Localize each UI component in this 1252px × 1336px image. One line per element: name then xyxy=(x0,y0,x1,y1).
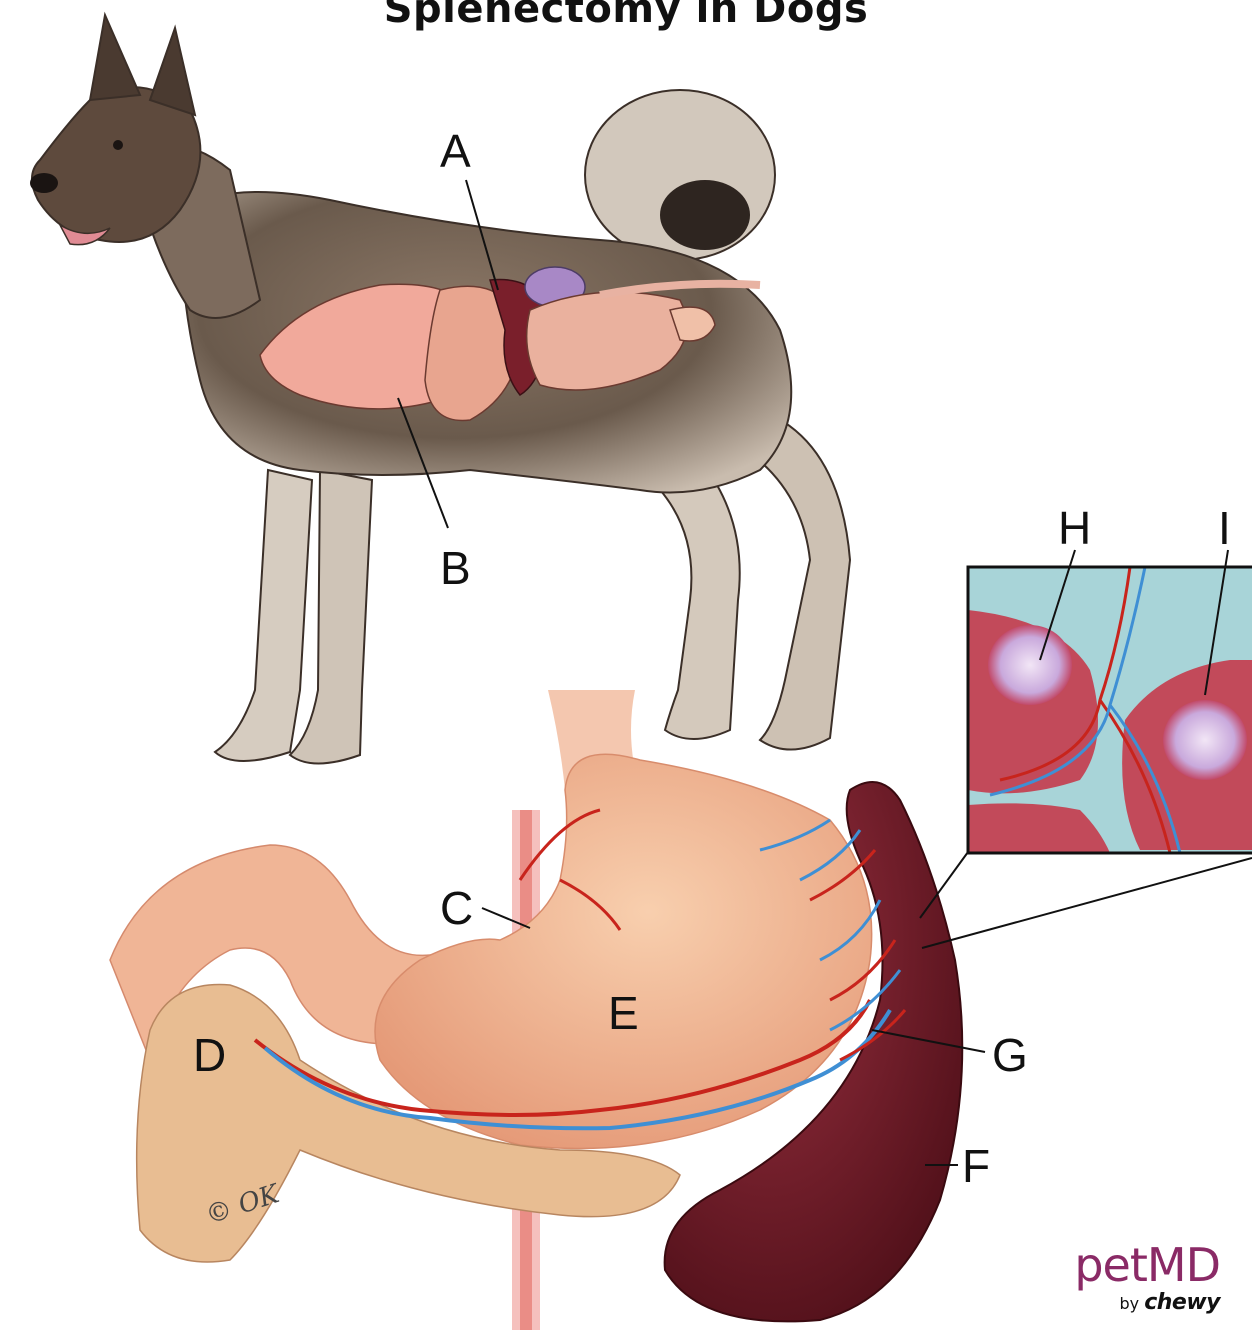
label-i: I xyxy=(1218,505,1231,551)
label-e: E xyxy=(608,990,639,1036)
label-b: B xyxy=(440,545,471,591)
label-a: A xyxy=(440,128,471,174)
label-d: D xyxy=(193,1032,226,1078)
histology-inset xyxy=(968,550,1252,853)
label-c: C xyxy=(440,885,473,931)
dog-eye xyxy=(113,140,123,150)
brand-name: petMD xyxy=(1074,1238,1220,1292)
stomach xyxy=(375,754,872,1148)
figure-title: Splenectomy in Dogs xyxy=(0,0,1252,32)
zoom-line-bottom xyxy=(922,858,1252,948)
white-pulp-h xyxy=(988,625,1072,705)
label-g: G xyxy=(992,1032,1028,1078)
dog-ear-right xyxy=(150,28,195,115)
dog-tail-curl xyxy=(660,180,750,250)
brand-by-name: chewy xyxy=(1144,1290,1220,1315)
label-h: H xyxy=(1058,505,1091,551)
brand-by-prefix: by xyxy=(1119,1294,1139,1313)
brand-byline: by chewy xyxy=(1074,1290,1220,1315)
label-f: F xyxy=(962,1143,990,1189)
dog-nose xyxy=(30,173,58,193)
dog-front-leg-left xyxy=(215,470,312,761)
brand-logo: petMD by chewy xyxy=(1074,1238,1220,1315)
dog-hind-leg-left xyxy=(640,460,740,739)
white-pulp-i xyxy=(1163,700,1247,780)
